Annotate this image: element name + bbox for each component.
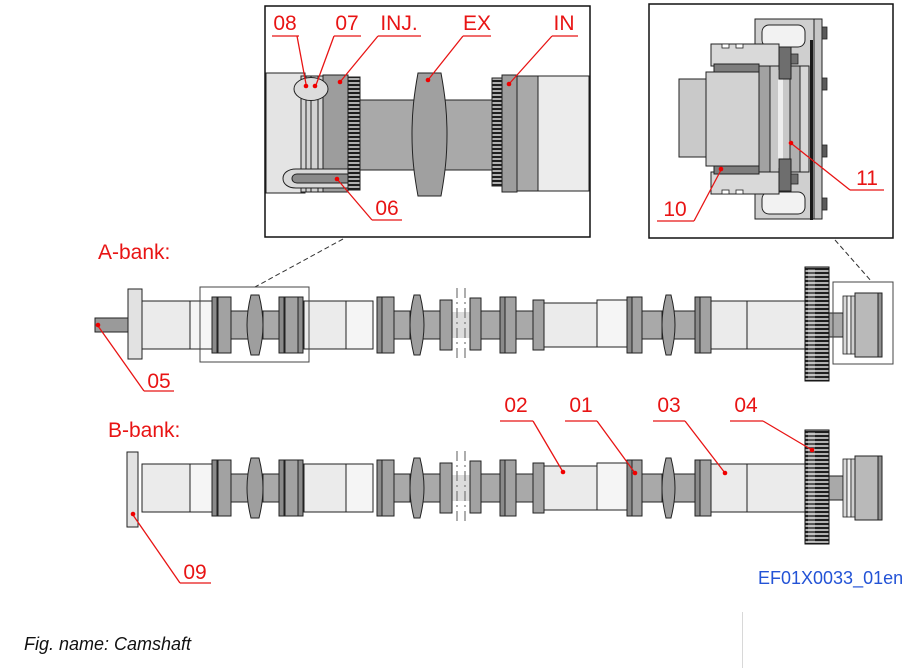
housing-cavity-bottom bbox=[761, 191, 806, 215]
callout-08: 08 bbox=[273, 12, 296, 35]
housing-arms bbox=[710, 43, 780, 195]
detail-zone-left-rect bbox=[199, 286, 310, 363]
b-bank-flange bbox=[126, 451, 139, 528]
callout-inj: INJ. bbox=[380, 12, 417, 35]
b-bank-shaft-body bbox=[141, 429, 883, 545]
spline-ring-left bbox=[347, 76, 361, 191]
intake-spacer bbox=[516, 75, 539, 192]
inset-left-leaders bbox=[272, 35, 578, 221]
spline-ring-right bbox=[491, 77, 503, 187]
camshaft-hub bbox=[705, 71, 760, 167]
bearing-ring-stack bbox=[758, 65, 810, 173]
a-bank-camshaft: A-bank: 05 bbox=[94, 241, 894, 393]
a-bank-shaft-body bbox=[141, 266, 883, 382]
callout-in: IN bbox=[554, 12, 575, 35]
sprocket-teeth bbox=[821, 26, 828, 211]
a-bank-leaders bbox=[95, 322, 174, 392]
straight-pin bbox=[282, 168, 349, 189]
detail-zone-right-rect bbox=[832, 281, 894, 365]
callout-ex: EX bbox=[463, 12, 491, 35]
callout-01: 01 bbox=[569, 394, 592, 417]
callout-05: 05 bbox=[147, 370, 170, 393]
intake-cam-block bbox=[501, 74, 518, 193]
callout-06: 06 bbox=[375, 197, 398, 220]
sprocket-plate bbox=[810, 40, 813, 220]
callout-07: 07 bbox=[335, 12, 358, 35]
b-bank-camshaft: B-bank: 02 01 03 04 09 bbox=[108, 394, 883, 584]
inset-detail-right-view: 10 11 bbox=[648, 3, 894, 239]
inset-left-connector-line bbox=[254, 238, 344, 288]
b-bank-label: B-bank: bbox=[108, 419, 180, 442]
callout-04: 04 bbox=[734, 394, 758, 417]
camshaft-stub bbox=[678, 78, 707, 158]
inset-journal bbox=[537, 75, 590, 192]
cam-lobe-exhaust bbox=[411, 72, 448, 197]
lock-plate-boss bbox=[293, 77, 329, 101]
inset-right-leaders bbox=[657, 140, 884, 222]
inset-detail-left-view: 08 07 INJ. EX IN 06 bbox=[264, 5, 591, 238]
callout-10: 10 bbox=[663, 198, 686, 221]
inset-right-connector-line bbox=[834, 239, 873, 283]
b-bank-leaders bbox=[130, 420, 815, 584]
callout-03: 03 bbox=[657, 394, 680, 417]
drawing-number: EF01X0033_01en bbox=[758, 568, 903, 589]
a-bank-label: A-bank: bbox=[98, 241, 170, 264]
callout-11: 11 bbox=[856, 167, 878, 190]
figure-caption: Fig. name: Camshaft bbox=[24, 634, 192, 654]
lock-plungers bbox=[778, 46, 799, 192]
a-bank-flange bbox=[127, 288, 143, 360]
callout-02: 02 bbox=[504, 394, 527, 417]
callout-09: 09 bbox=[183, 561, 206, 584]
sprocket-rim bbox=[813, 18, 823, 220]
